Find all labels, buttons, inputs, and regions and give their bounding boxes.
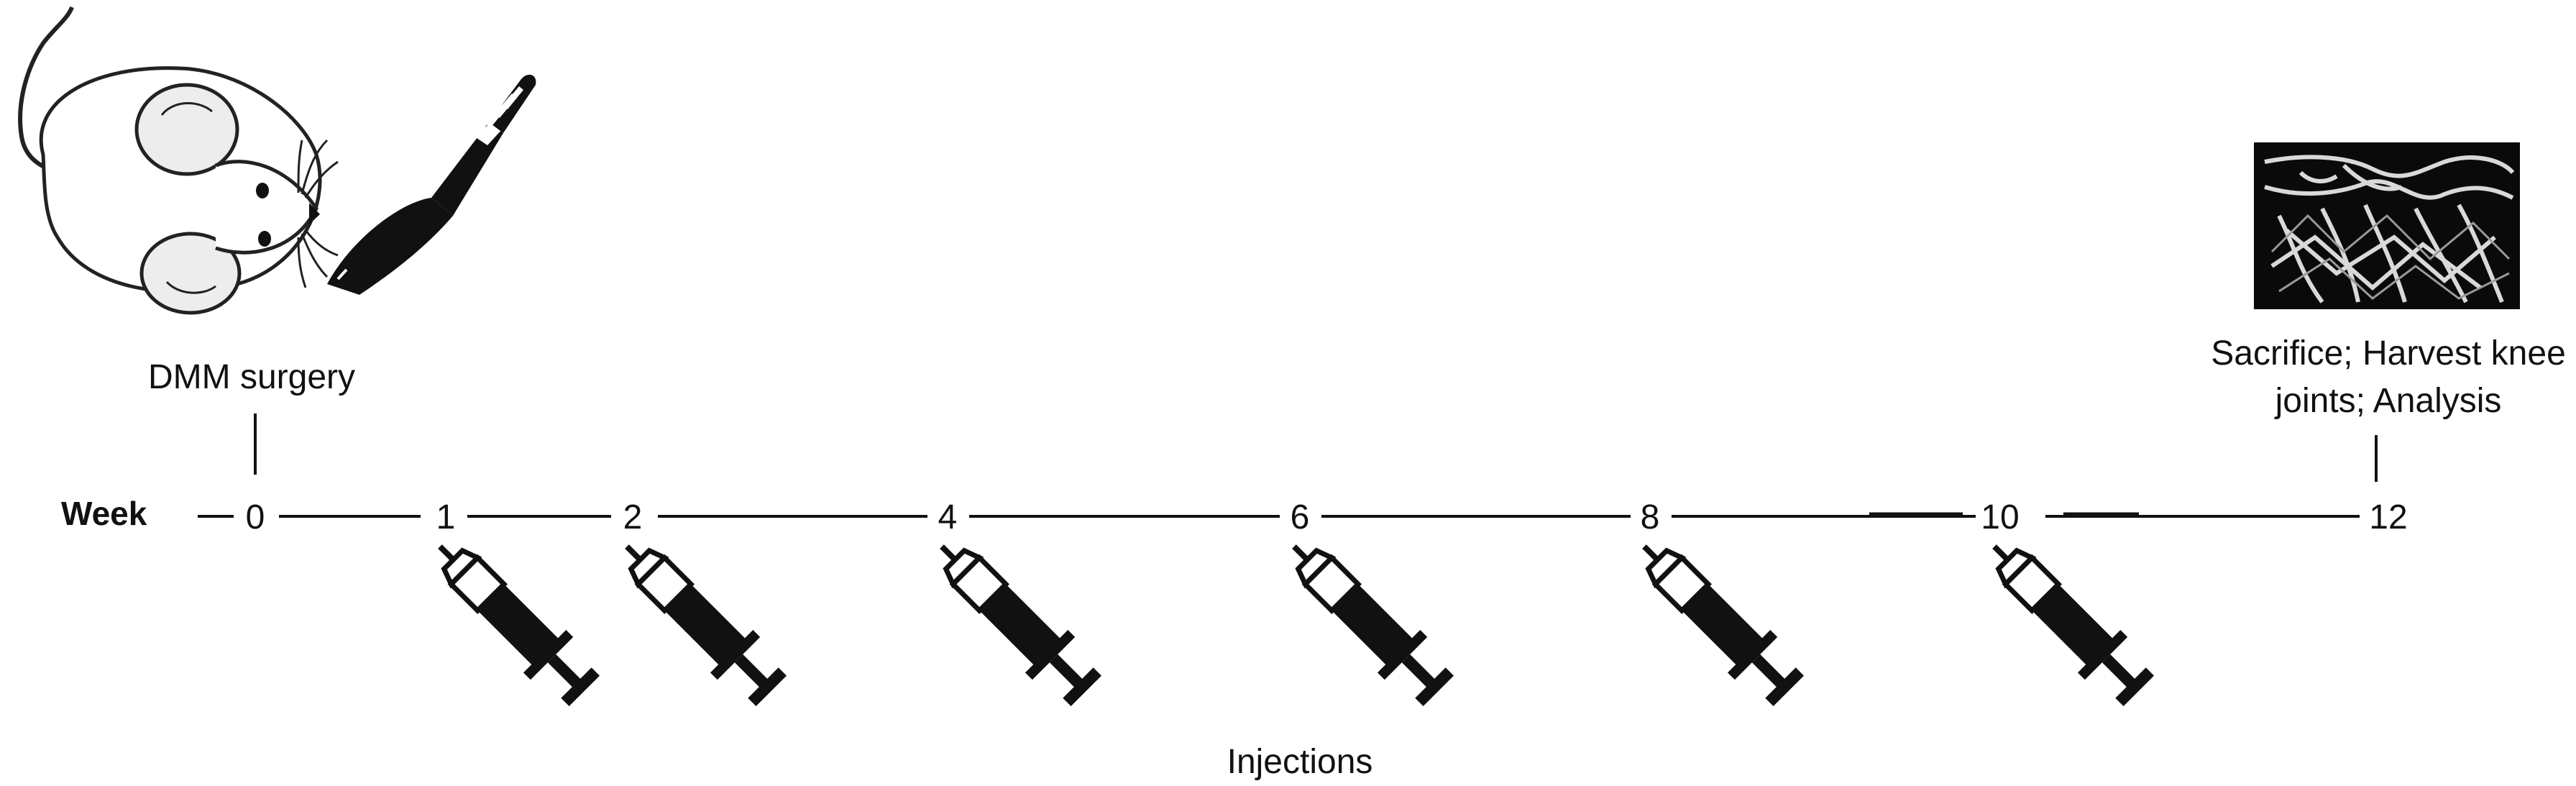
syringe-icon — [940, 544, 1102, 707]
injection-syringes — [438, 544, 2155, 707]
syringe-icon — [625, 544, 787, 707]
surgery-label: DMM surgery — [148, 358, 355, 396]
micro-ct-image — [2254, 142, 2520, 309]
week-tick-label: 1 — [436, 498, 456, 536]
syringe-icon — [438, 544, 600, 707]
mouse-icon — [18, 6, 339, 315]
week-tick-label: 4 — [938, 498, 958, 536]
week-tick-label: 2 — [623, 498, 643, 536]
scalpel-icon — [327, 74, 536, 295]
injections-label: Injections — [1227, 743, 1373, 781]
syringe-icon — [1992, 544, 2155, 707]
week-tick-label: 8 — [1641, 498, 1660, 536]
week-axis-label: Week — [61, 495, 147, 532]
week-tick-label: 6 — [1291, 498, 1310, 536]
syringe-icon — [1642, 544, 1805, 707]
sacrifice-label-line2: joints; Analysis — [2274, 382, 2502, 420]
week-tick-label: 0 — [246, 498, 265, 536]
sacrifice-label-line1: Sacrifice; Harvest knee — [2211, 334, 2566, 373]
week-tick-label: 10 — [1981, 498, 2019, 536]
syringe-icon — [1292, 544, 1454, 707]
week-tick-label: 12 — [2369, 498, 2407, 536]
